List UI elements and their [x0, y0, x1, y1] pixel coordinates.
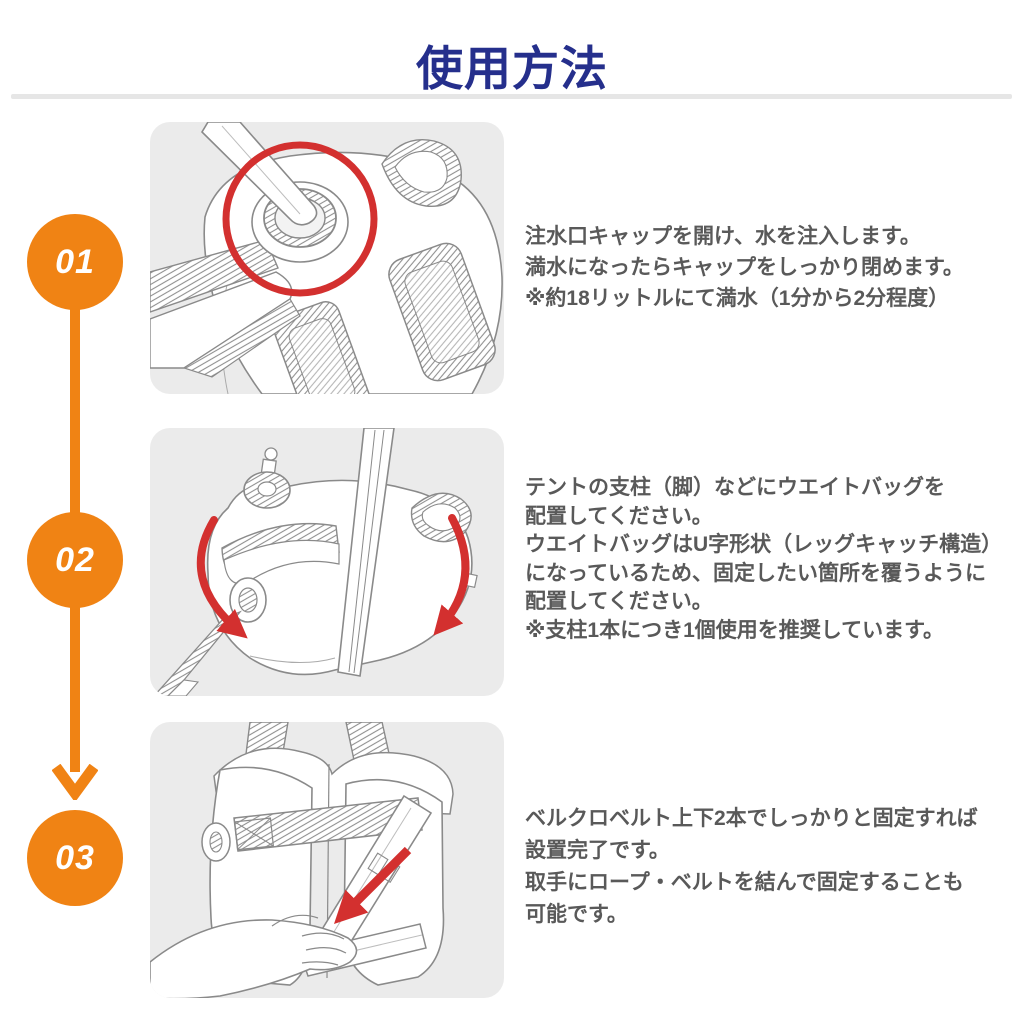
hand-fastening-belt-illustration — [150, 722, 454, 998]
bag-around-pole-illustration — [153, 428, 478, 696]
side-strap — [150, 239, 279, 313]
down-arrow-icon — [52, 764, 98, 800]
instruction-line: テントの支柱（脚）などにウエイトバッグを — [525, 476, 945, 499]
instruction-line: 可能です。 — [525, 903, 628, 926]
handle-patch-center — [273, 301, 371, 394]
title-divider — [11, 94, 1012, 99]
step-3-number-badge: 03 — [27, 810, 123, 906]
instruction-line: 取手にロープ・ベルトを結んで固定することも — [525, 871, 964, 894]
hand — [150, 914, 358, 998]
step-2-illustration-panel — [150, 428, 504, 696]
instruction-line: ウエイトバッグはU字形状（レッグキャッチ構造） — [525, 533, 1003, 556]
handle-patch-right — [388, 242, 496, 382]
red-highlight-circle — [222, 141, 378, 297]
instruction-line: ※約18リットルにて満水（1分から2分程度） — [525, 287, 950, 310]
instruction-line: 配置してください。 — [525, 590, 713, 613]
instruction-line: 注水口キャップを開け、水を注入します。 — [525, 225, 921, 248]
step-2-number-badge: 02 — [27, 512, 123, 608]
water-bag-filling-illustration — [150, 122, 503, 394]
step-3-text: ベルクロベルト上下2本でしっかりと固定すれば設置完了です。取手にロープ・ベルトを… — [525, 803, 1013, 931]
step-1-text: 注水口キャップを開け、水を注入します。満水になったらキャップをしっかり閉めます。… — [525, 221, 1013, 314]
red-arrow-left — [196, 516, 248, 639]
instruction-line: ※支柱1本につき1個使用を推奨しています。 — [525, 618, 945, 642]
instruction-line: になっているため、固定したい箇所を覆うように — [525, 561, 986, 585]
step-3-illustration-panel — [150, 722, 504, 998]
step-2-text: テントの支柱（脚）などにウエイトバッグを配置してください。ウエイトバッグはU字形… — [525, 474, 1013, 645]
tent-pole — [337, 428, 395, 677]
bag-cap — [243, 447, 291, 509]
water-hose — [200, 122, 318, 226]
instruction-line: 満水になったらキャップをしっかり閉めます。 — [525, 256, 964, 279]
instruction-line: 配置してください。 — [525, 504, 713, 528]
red-arrow-right — [433, 514, 470, 636]
instruction-line: ベルクロベルト上下2本でしっかりと固定すれば — [525, 807, 978, 830]
red-arrow — [333, 846, 412, 925]
step-1-illustration-panel — [150, 122, 504, 394]
step-1-number-badge: 01 — [27, 214, 123, 310]
instruction-line: 設置完了です。 — [525, 839, 670, 862]
page-title: 使用方法 — [416, 42, 608, 95]
